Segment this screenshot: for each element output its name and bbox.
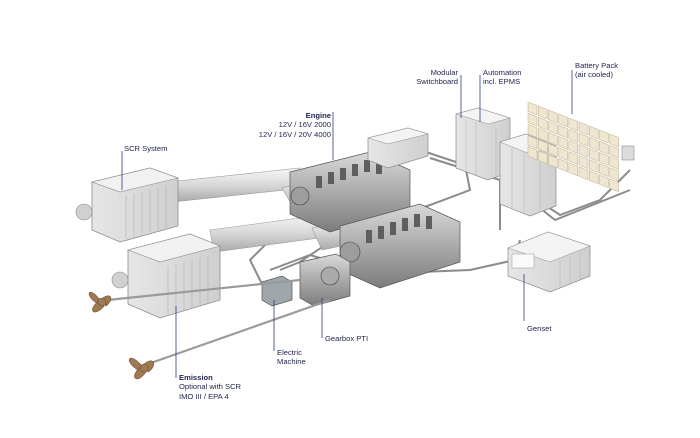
- battery-cell: [548, 109, 558, 124]
- battery-cell: [609, 167, 619, 181]
- leader-lines: [121, 70, 573, 378]
- battery-cell: [527, 146, 538, 161]
- battery-cell: [599, 152, 609, 166]
- label-emission-title: Emission: [179, 373, 213, 382]
- label-battery-pack: Battery Pack (air cooled): [575, 61, 618, 80]
- battery-cell: [578, 132, 589, 147]
- label-engine-line2: 12V / 16V / 20V 4000: [258, 129, 331, 139]
- battery-cell: [599, 140, 609, 155]
- automation-cabinet: [499, 133, 557, 217]
- modular-switchboard-cabinet: [455, 107, 511, 181]
- battery-cell: [568, 151, 579, 165]
- label-gearbox-pti-text: Gearbox PTI: [325, 334, 369, 343]
- battery-cell: [558, 113, 568, 128]
- label-automation-line1: Automation: [483, 68, 522, 77]
- battery-cell: [537, 105, 548, 120]
- battery-cell: [558, 124, 568, 139]
- label-scr-system: SCR System: [124, 144, 167, 153]
- label-gearbox-pti: Gearbox PTI: [325, 334, 368, 343]
- engine-upper: [289, 151, 411, 233]
- battery-cell: [548, 154, 558, 169]
- scr-unit-upper: [75, 167, 180, 243]
- label-electric-machine: Electric Machine: [277, 348, 306, 367]
- battery-cell: [578, 155, 589, 169]
- label-genset: Genset: [527, 324, 551, 333]
- label-engine-title: Engine: [305, 111, 331, 120]
- label-electric-machine-line2: Machine: [277, 357, 306, 367]
- battery-cell: [609, 178, 619, 193]
- label-emission-line1: Optional with SCR: [179, 382, 242, 392]
- battery-cell: [588, 136, 599, 151]
- battery-cell: [548, 120, 558, 135]
- battery-cell: [599, 174, 609, 189]
- battery-cell: [527, 101, 538, 116]
- label-modular-switchboard-line2: Switchboard: [416, 77, 458, 87]
- label-modular-switchboard-line1: Modular: [430, 68, 458, 77]
- label-scr-system-text: SCR System: [124, 144, 168, 153]
- battery-cell: [599, 163, 609, 177]
- battery-cell: [599, 129, 609, 144]
- battery-cell: [548, 132, 558, 146]
- battery-cell: [548, 143, 558, 157]
- label-automation: Automation incl. EPMS: [483, 68, 521, 87]
- battery-cell: [558, 147, 568, 161]
- battery-junction-box: [621, 145, 635, 161]
- gearbox-pti: [299, 253, 351, 307]
- label-battery-pack-line1: Battery Pack: [575, 61, 619, 70]
- label-electric-machine-line1: Electric: [277, 348, 302, 357]
- propeller-upper: [88, 291, 112, 313]
- battery-cell: [588, 148, 599, 162]
- battery-cell: [578, 166, 589, 181]
- label-modular-switchboard: Modular Switchboard: [400, 68, 458, 87]
- battery-cell: [588, 170, 599, 185]
- battery-cell: [568, 117, 579, 132]
- battery-cell: [609, 144, 619, 159]
- label-emission: Emission Optional with SCR IMO III / EPA…: [179, 373, 241, 401]
- engine-control-cabinet: [367, 127, 429, 169]
- label-automation-line2: incl. EPMS: [483, 77, 521, 87]
- battery-cell: [568, 128, 579, 143]
- battery-pack: [527, 101, 619, 193]
- battery-cell: [558, 136, 568, 150]
- battery-cell: [527, 112, 538, 127]
- battery-cell: [537, 139, 548, 153]
- battery-cell: [558, 158, 568, 173]
- battery-cell: [568, 162, 579, 177]
- battery-cell: [588, 125, 599, 140]
- label-genset-text: Genset: [527, 324, 552, 333]
- battery-cell: [578, 121, 589, 136]
- battery-cell: [578, 144, 589, 158]
- battery-cell: [537, 150, 548, 165]
- scr-unit-lower: [111, 233, 221, 319]
- label-engine-line1: 12V / 16V 2000: [278, 120, 331, 130]
- battery-cell: [609, 156, 619, 170]
- propeller-shafts: [107, 278, 331, 366]
- label-battery-pack-line2: (air cooled): [575, 70, 613, 80]
- battery-cell: [537, 128, 548, 142]
- battery-cell: [609, 133, 619, 148]
- battery-cell: [527, 135, 538, 149]
- engine-lower: [339, 203, 461, 289]
- propeller-lower: [129, 357, 154, 380]
- label-emission-line2: IMO III / EPA 4: [179, 391, 229, 401]
- genset-unit: [507, 231, 591, 293]
- battery-cell: [568, 140, 579, 154]
- battery-cell: [537, 116, 548, 131]
- battery-cell: [527, 124, 538, 138]
- label-engine: Engine 12V / 16V 2000 12V / 16V / 20V 40…: [243, 111, 331, 139]
- battery-cell: [588, 159, 599, 173]
